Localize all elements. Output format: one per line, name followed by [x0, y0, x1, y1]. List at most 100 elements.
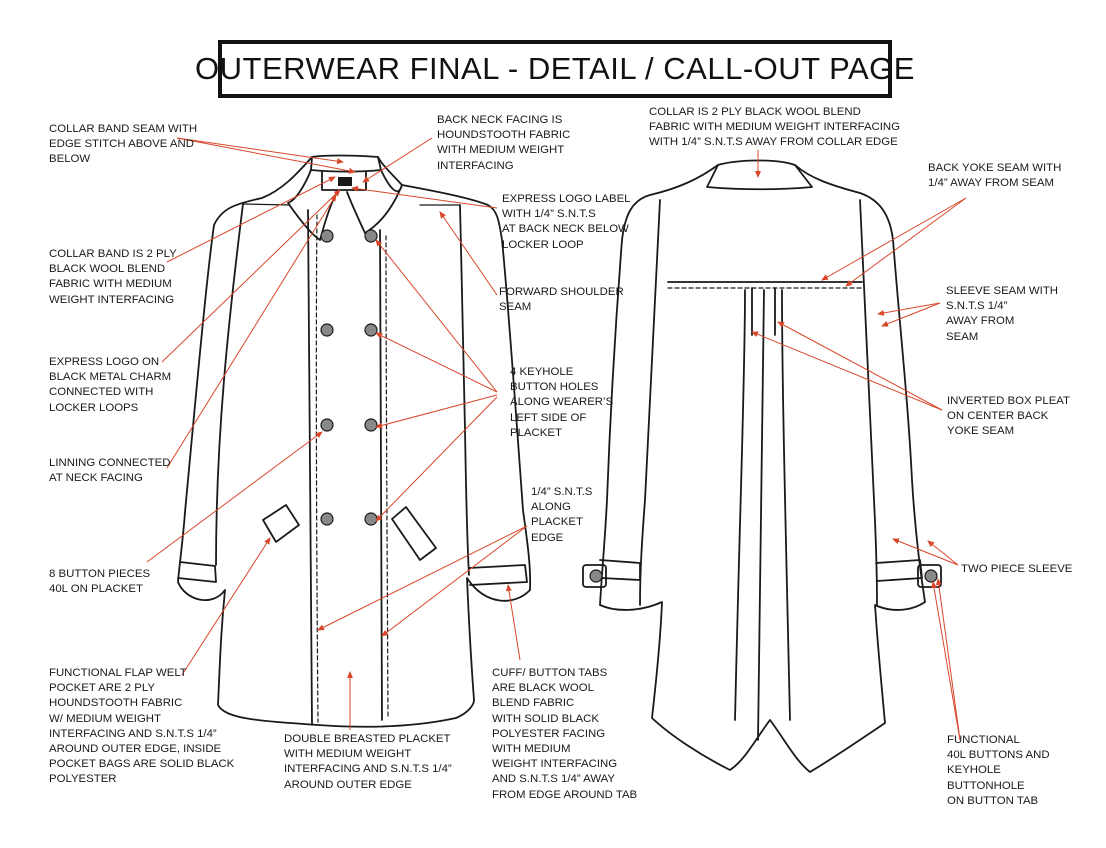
- callout-line: WITH MEDIUM WEIGHT: [284, 748, 412, 761]
- callout-line: 8 BUTTON PIECES: [49, 568, 151, 580]
- pointer-forward-shoulder: [439, 211, 498, 296]
- coat-back-flat-sketch: [582, 159, 942, 773]
- front-body-outline: [177, 156, 532, 728]
- callout-line: TWO PIECE SLEEVE: [961, 563, 1073, 575]
- callout-line: BACK NECK FACING IS: [437, 114, 563, 126]
- callout-line: FUNCTIONAL: [947, 734, 1020, 746]
- collar-left-lapel: [287, 169, 338, 241]
- coat-front-flat-sketch: [177, 154, 532, 728]
- callout-line: EXPRESS LOGO LABEL: [502, 193, 631, 205]
- back-right-sleeve-seam: [859, 199, 878, 606]
- callout-line: HOUNDSTOOTH FABRIC: [437, 129, 571, 142]
- pointer-snts-placket-1: [317, 525, 528, 631]
- callout-line: INTERFACING AND S.N.T.S 1/4”: [284, 763, 452, 776]
- callout-line: LEFT SIDE OF: [510, 411, 587, 424]
- callout-line: KEYHOLE: [947, 764, 1001, 777]
- callout-line: WEIGHT INTERFACING: [492, 758, 618, 771]
- callout-line: POCKET BAGS ARE SOLID BLACK: [49, 758, 235, 771]
- callout-keyhole: 4 KEYHOLE BUTTON HOLES ALONG WEARER’S LEFT …: [510, 365, 613, 441]
- placket-right-edge-stitch: [385, 235, 389, 719]
- callout-line: AT NECK FACING: [49, 472, 143, 485]
- callout-line: COLLAR BAND IS 2 PLY: [49, 248, 177, 260]
- front-right-welt-pocket: [391, 506, 437, 561]
- callout-line: COLLAR IS 2 PLY BLACK WOOL BLEND: [649, 106, 861, 118]
- callout-line: 40L ON PLACKET: [49, 583, 143, 596]
- callout-line: PLACKET: [531, 516, 583, 529]
- callout-collar-ply: COLLAR IS 2 PLY BLACK WOOL BLEND FABRIC W…: [649, 105, 900, 151]
- callout-line: LOCKER LOOP: [502, 238, 584, 251]
- callout-line: LOCKER LOOPS: [49, 401, 139, 414]
- callout-line: 40L BUTTONS AND: [947, 749, 1050, 762]
- callout-line: ALONG WEARER’S: [510, 396, 614, 409]
- callout-line: ALONG: [531, 501, 571, 514]
- pointer-two-piece-1: [892, 538, 959, 566]
- callout-line: FUNCTIONAL FLAP WELT: [49, 667, 187, 679]
- front-buttons: [320, 229, 378, 526]
- back-right-cuff-tab: [917, 564, 942, 588]
- pointer-welt-pocket: [181, 537, 271, 676]
- pointer-keyhole-4: [375, 396, 498, 522]
- callout-line: FABRIC WITH MEDIUM: [49, 278, 172, 291]
- front-left-welt-pocket: [262, 504, 300, 543]
- callout-pointer-lines: [146, 137, 967, 741]
- callout-line: COLLAR BAND SEAM WITH: [49, 123, 198, 135]
- callout-line: S.N.T.S 1/4”: [946, 300, 1008, 313]
- callout-line: 1/4” AWAY FROM SEAM: [928, 177, 1054, 190]
- callout-line: WEIGHT INTERFACING: [49, 293, 175, 306]
- callout-line: AWAY FROM: [946, 315, 1015, 328]
- placket-right-edge: [379, 229, 383, 721]
- back-left-cuff: [599, 559, 641, 581]
- button-icon: [924, 569, 938, 583]
- pointer-functional-buttons-2: [935, 578, 961, 741]
- callout-line: BELOW: [49, 153, 91, 166]
- callout-line: FABRIC WITH MEDIUM WEIGHT INTERFACING: [649, 121, 901, 134]
- callout-line: POLYESTER: [49, 773, 117, 786]
- placket-left-edge: [307, 209, 313, 726]
- pointer-snts-placket-2: [381, 525, 528, 637]
- pointer-box-pleat-2: [777, 321, 943, 411]
- pointer-collar-band-ply: [166, 176, 336, 263]
- callout-line: FORWARD SHOULDER: [499, 286, 624, 298]
- callout-line: WITH 1/4” S.N.T.S AWAY FROM COLLAR EDGE: [649, 136, 898, 149]
- callout-line: POCKET ARE 2 PLY: [49, 682, 155, 695]
- callout-line: LINNING CONNECTED: [49, 457, 171, 469]
- pointer-keyhole-1: [375, 239, 498, 393]
- callout-line: SLEEVE SEAM WITH: [946, 285, 1059, 297]
- callout-line: POLYESTER FACING: [492, 727, 606, 740]
- front-right-cuff: [468, 564, 528, 586]
- callout-line: BLACK METAL CHARM: [49, 371, 172, 384]
- back-left-cuff-tab: [582, 564, 607, 588]
- callout-line: INVERTED BOX PLEAT: [947, 395, 1071, 407]
- pointer-sleeve-seam-1: [877, 302, 941, 316]
- collar-stand: [310, 154, 382, 173]
- pointer-collar-band-seam: [176, 137, 344, 165]
- callout-line: AROUND OUTER EDGE, INSIDE: [49, 743, 222, 756]
- callout-line: AT BACK NECK BELOW: [502, 223, 629, 236]
- callout-line: 1/4” S.N.T.S: [531, 486, 593, 498]
- front-left-cuff: [177, 561, 217, 583]
- callout-line: 4 KEYHOLE: [510, 366, 574, 378]
- back-left-sleeve-seam: [639, 199, 661, 606]
- box-pleat-center: [757, 289, 765, 741]
- collar-right-lapel: [346, 169, 403, 234]
- pointer-two-piece-2: [927, 540, 959, 566]
- callout-two-piece-sleeve: TWO PIECE SLEEVE: [961, 562, 1072, 577]
- pointer-lining: [166, 194, 337, 469]
- yoke-left: [242, 203, 291, 206]
- callout-line: BUTTON HOLES: [510, 381, 599, 394]
- pointer-logo-label: [351, 185, 498, 209]
- callout-line: PLACKET: [510, 426, 562, 439]
- pointer-sleeve-seam-2: [881, 302, 941, 327]
- callout-lining: LINNING CONNECTED AT NECK FACING: [49, 456, 171, 486]
- placket-left-edge-stitch: [315, 214, 319, 723]
